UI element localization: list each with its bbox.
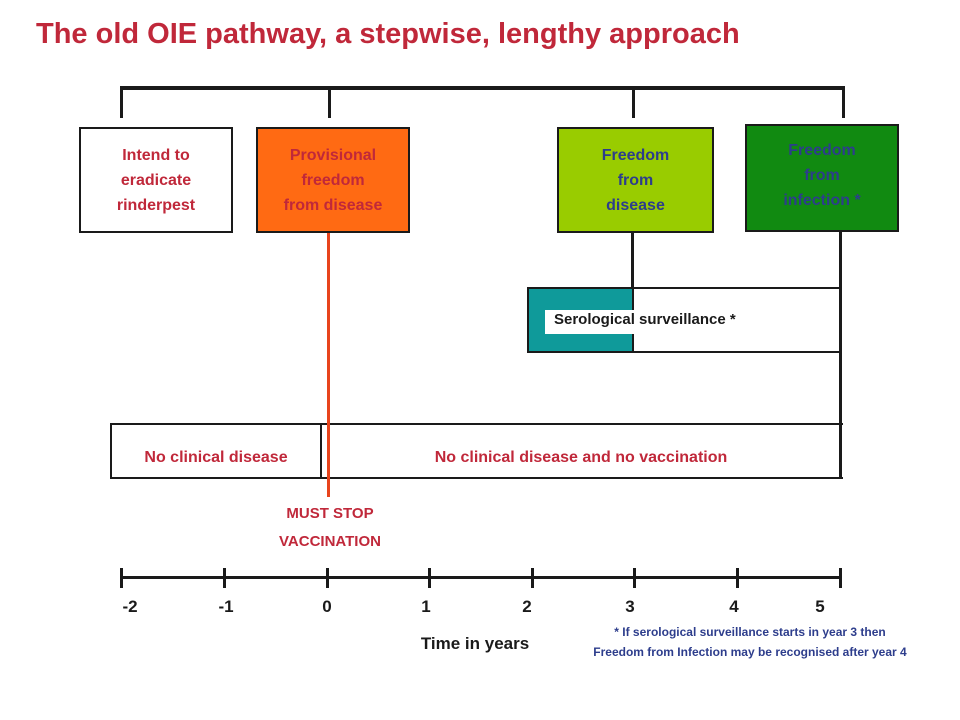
stage-intend-label: Intend to eradicate rinderpest [116, 146, 196, 214]
top-bracket-line [120, 86, 845, 90]
band-container [110, 423, 843, 479]
stage-freedom-infection-label: Freedom from infection * [783, 142, 861, 209]
bracket-drop-freedom-disease [632, 86, 635, 118]
tick-label: -2 [122, 597, 138, 616]
tick-label: 4 [729, 597, 739, 616]
band-divider [320, 423, 322, 479]
axis-tick [736, 568, 739, 588]
axis-tick [531, 568, 534, 588]
axis-tick [326, 568, 329, 588]
bracket-drop-freedom-infection [842, 86, 845, 118]
page-title: The old OIE pathway, a stepwise, lengthy… [36, 18, 740, 50]
serology-label: Serological surveillance * [554, 311, 736, 328]
tick-label: 3 [625, 597, 635, 616]
stage-intend-box: Intend to eradicate rinderpest [79, 127, 233, 233]
tick-label: 0 [322, 597, 332, 616]
serology-label-bg [545, 310, 790, 334]
stage-freedom-disease-box: Freedom from disease [557, 127, 714, 233]
footnote: * If serological surveillance starts in … [593, 625, 907, 659]
band-no-clinical-label: No clinical disease [144, 449, 288, 466]
tick-label: 1 [421, 597, 431, 616]
tick-label: -1 [218, 597, 234, 616]
axis-tick [428, 568, 431, 588]
time-axis-line [120, 576, 842, 579]
band-no-vaccination-label: No clinical disease and no vaccination [434, 449, 728, 466]
axis-tick [839, 568, 842, 588]
tick-label: 5 [815, 597, 825, 616]
axis-tick [633, 568, 636, 588]
must-stop-line2: VACCINATION [279, 533, 381, 550]
bracket-drop-intend [120, 86, 123, 118]
serological-surveillance-box: Serological surveillance * [527, 287, 841, 353]
bracket-drop-provisional [328, 86, 331, 118]
must-stop-line1: MUST STOP [286, 505, 374, 522]
axis-tick [120, 568, 123, 588]
axis-tick [223, 568, 226, 588]
stage-freedom-disease-label: Freedom from disease [601, 146, 670, 214]
tick-label: 2 [522, 597, 532, 616]
connector-freedom-disease [631, 233, 634, 289]
stage-provisional-label: Provisional freedom from disease [283, 146, 383, 214]
axis-label: Time in years [420, 634, 530, 653]
stage-provisional-box: Provisional freedom from disease [256, 127, 410, 233]
stage-freedom-infection-box: Freedom from infection * [745, 124, 899, 232]
must-stop-line [327, 233, 330, 497]
connector-freedom-infection [839, 232, 842, 479]
